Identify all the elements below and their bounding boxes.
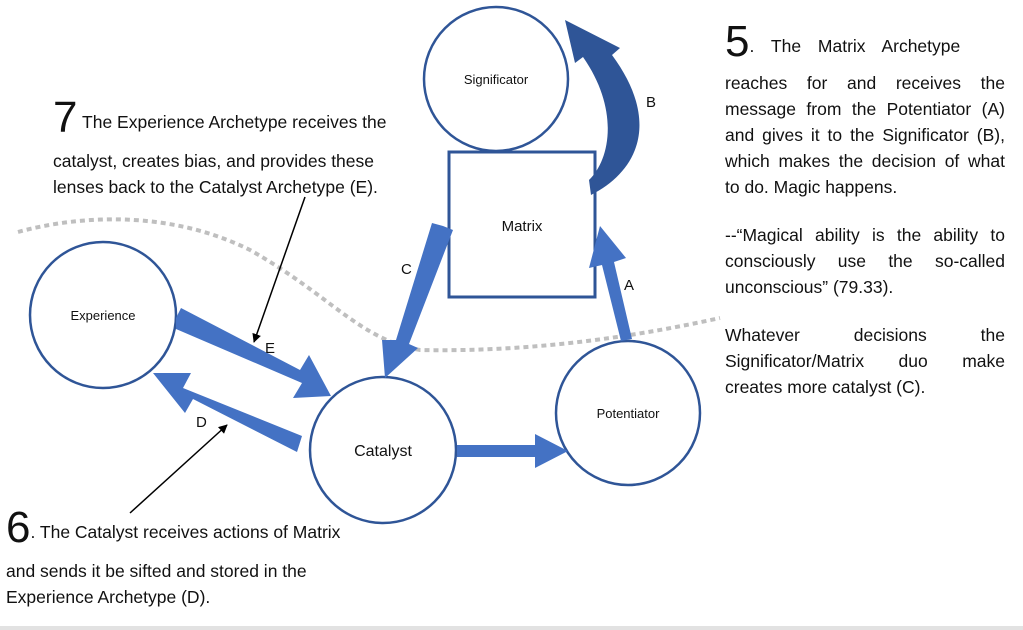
step6-line1: and sends it be sifted and stored in the	[6, 561, 307, 581]
callout-line-step7	[252, 196, 306, 343]
step5-closing: Whatever decisions the Significator/Matr…	[725, 325, 1005, 397]
experience-node	[28, 240, 178, 390]
arrow-b	[565, 20, 640, 195]
step7-lead: The Experience Archetype receives the	[77, 112, 387, 132]
step6-annotation: 6. The Catalyst receives actions of Matr…	[6, 506, 406, 610]
potentiator-label: Potentiator	[597, 406, 661, 421]
step5-annotation: 5. The Matrix Archetype reaches for and …	[725, 20, 1005, 400]
step6-heading: 6. The Catalyst receives actions of Matr…	[6, 506, 406, 550]
step6-lead: . The Catalyst receives actions of Matri…	[30, 522, 341, 542]
step6-line2: Experience Archetype (D).	[6, 587, 211, 607]
edge-label-d: D	[196, 414, 207, 431]
significator-label: Significator	[464, 72, 529, 87]
step5-heading: 5. The Matrix Archetype	[725, 20, 1005, 64]
callout-line-step6	[129, 424, 228, 514]
matrix-label: Matrix	[502, 218, 543, 235]
bottom-band	[0, 626, 1023, 630]
edge-label-b: B	[646, 94, 656, 111]
catalyst-label: Catalyst	[354, 443, 412, 460]
step5-number: 5	[725, 17, 750, 66]
arrow-catalyst-to-potentiator	[457, 434, 568, 468]
step7-annotation: 7 The Experience Archetype receives the …	[53, 96, 443, 200]
edge-label-c: C	[401, 261, 412, 278]
step5-quote: --“Magical ability is the ability to con…	[725, 225, 1005, 297]
step6-number: 6	[6, 503, 31, 552]
significator-node	[422, 5, 570, 153]
step5-body: reaches for and receives the message fro…	[725, 73, 1005, 197]
edge-label-a: A	[624, 277, 634, 294]
experience-label: Experience	[70, 308, 135, 323]
step5-lead: . The Matrix Archetype	[749, 36, 961, 56]
step7-line2: lenses back to the Catalyst Archetype (E…	[53, 177, 378, 197]
arrow-e	[176, 308, 331, 398]
matrix-node	[447, 150, 597, 299]
step7-number: 7	[53, 93, 78, 142]
step7-line1: catalyst, creates bias, and provides the…	[53, 151, 375, 171]
arrow-d	[153, 373, 302, 452]
edge-label-e: E	[265, 340, 275, 357]
arrow-c	[382, 223, 453, 378]
catalyst-node	[308, 375, 458, 525]
conscious-divider-line	[17, 217, 721, 353]
step7-heading: 7 The Experience Archetype receives the	[53, 96, 443, 140]
arrow-a	[589, 226, 632, 341]
potentiator-node	[554, 339, 702, 487]
